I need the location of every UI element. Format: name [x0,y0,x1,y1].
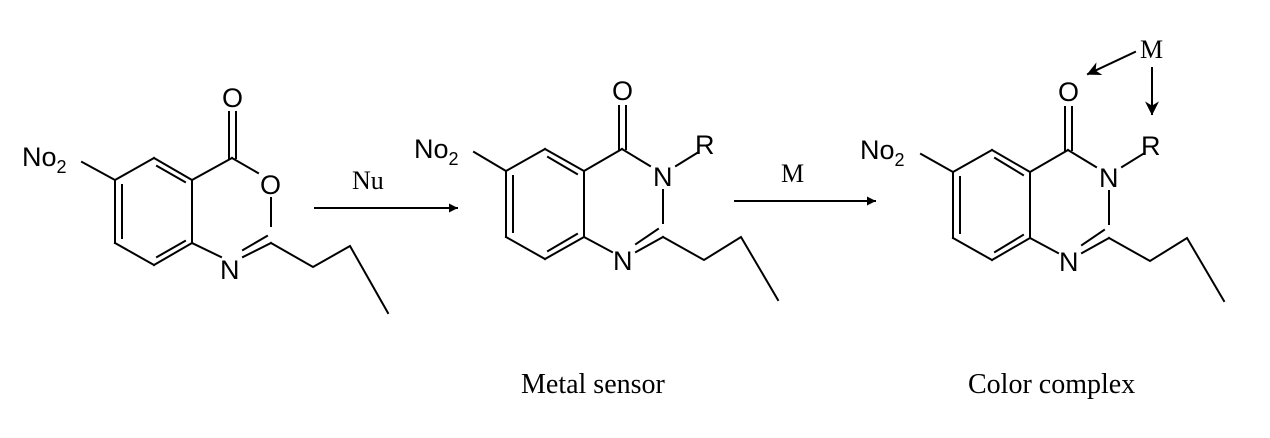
benzene-ring [113,156,194,267]
ring-nitrogen-3-label: N [653,162,673,192]
carbonyl-oxygen-label: O [612,76,633,106]
nitro-label: No2 [860,135,905,170]
metal-label: M [1140,35,1163,64]
propyl-chain [661,235,780,302]
benzene-ring [504,147,586,261]
nitro-label: No2 [22,142,67,177]
quinazolinone-molecule: No2 O N R N [414,76,780,302]
propyl-chain [1107,236,1226,303]
oxazinone-ring [190,156,273,259]
pyrimidinone-ring [1028,148,1111,255]
ring-nitrogen-label: N [220,255,240,285]
benzene-ring [951,148,1032,262]
n-r-bond [1120,152,1145,169]
nitro-bond [80,160,117,182]
carbonyl-oxygen-label: O [222,83,243,113]
reaction-arrow-1: Nu [314,166,458,213]
ring-nitrogen-3-label: N [1099,163,1119,193]
r-group-label: R [695,130,715,160]
carbonyl-oxygen-label: O [1058,77,1079,107]
nitro-bond [472,150,508,173]
reaction-arrow-2: M [734,159,876,206]
n-r-bond [674,151,699,168]
r-group-label: R [1141,131,1161,161]
ring-oxygen-label: O [260,170,281,200]
metal-to-oxygen-arrow [1086,50,1137,76]
nitro-bond [919,152,955,174]
color-complex-caption: Color complex [968,369,1135,400]
metal-sensor-caption: Metal sensor [521,369,666,400]
metal-complex-molecule: No2 O N R N M [860,35,1226,303]
nitro-label: No2 [414,134,459,169]
propyl-chain [269,241,390,315]
benzoxazinone-molecule: No2 O O N [22,83,390,315]
nucleophile-reagent-label: Nu [352,166,384,195]
ring-nitrogen-1-label: N [1059,247,1079,277]
pyrimidinone-ring [582,147,665,254]
metal-reagent-label: M [781,159,804,188]
ring-nitrogen-1-label: N [613,246,633,276]
